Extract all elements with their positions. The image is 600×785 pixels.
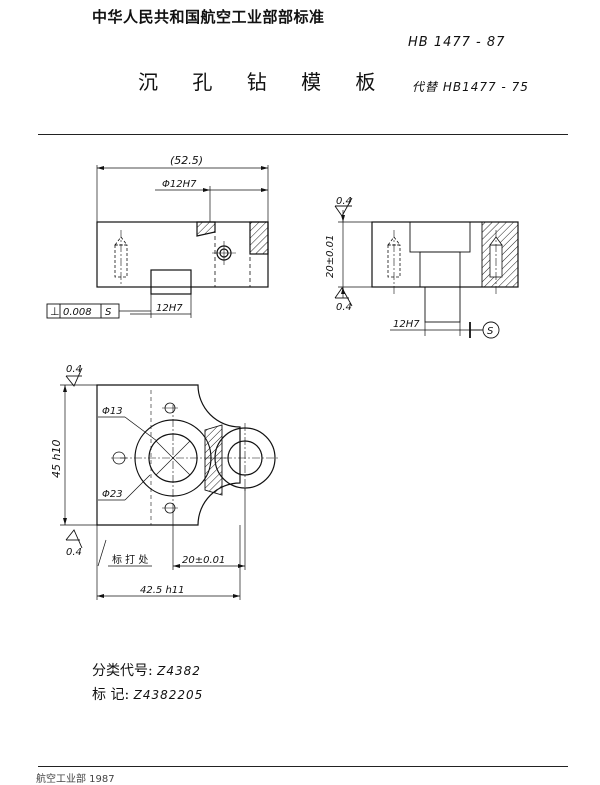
- marking-label: 标 记:: [92, 687, 130, 703]
- marking-value: Z4382205: [133, 688, 204, 702]
- perpendicularity-value: 0.008: [63, 307, 92, 318]
- side-view: [334, 197, 519, 339]
- front-body-outline: [96, 221, 269, 288]
- perpendicularity-symbol: ⊥: [50, 305, 60, 318]
- small-diameter-label: Φ13: [102, 406, 123, 417]
- header-rule: [38, 134, 568, 135]
- classification-label: 分类代号:: [92, 663, 153, 679]
- classification-value: Z4382: [157, 664, 201, 678]
- standard-number: HB 1477 - 87: [408, 35, 506, 50]
- overall-length-label: (52.5): [170, 154, 203, 167]
- thickness-label: 20±0.01: [325, 235, 336, 278]
- bottom-fit-label: 12H7: [156, 303, 183, 314]
- replaces-standard: 代替 HB1477 - 75: [412, 80, 529, 94]
- document-title: 沉 孔 钻 模 板: [138, 70, 390, 94]
- bore-fit-label: Φ12H7: [162, 179, 197, 190]
- footer-text: 航空工业部 1987: [36, 774, 115, 785]
- footer-rule: [38, 766, 568, 767]
- side-datum-letter: S: [487, 326, 494, 337]
- datum-letter: S: [105, 307, 112, 318]
- side-roughness-top: 0.4: [336, 196, 352, 207]
- plan-roughness-top: 0.4: [66, 364, 82, 375]
- issuing-organization: 中华人民共和国航空工业部部标准: [92, 8, 325, 26]
- width-label: 42.5 h11: [140, 585, 185, 596]
- classification-code: 分类代号: Z4382: [92, 660, 201, 680]
- plan-body-outline: [96, 384, 241, 526]
- marking: 标 记: Z4382205: [92, 684, 203, 704]
- center-distance-label: 20±0.01: [182, 555, 225, 566]
- height-label: 45 h10: [50, 440, 63, 478]
- large-diameter-label: Φ23: [102, 489, 123, 500]
- front-view: [46, 165, 269, 319]
- plan-view: [60, 367, 280, 600]
- side-fit-label: 12H7: [393, 319, 420, 330]
- side-roughness-bottom: 0.4: [336, 302, 352, 313]
- plan-roughness-bottom: 0.4: [66, 547, 82, 558]
- marking-note: 标 打 处: [112, 553, 148, 566]
